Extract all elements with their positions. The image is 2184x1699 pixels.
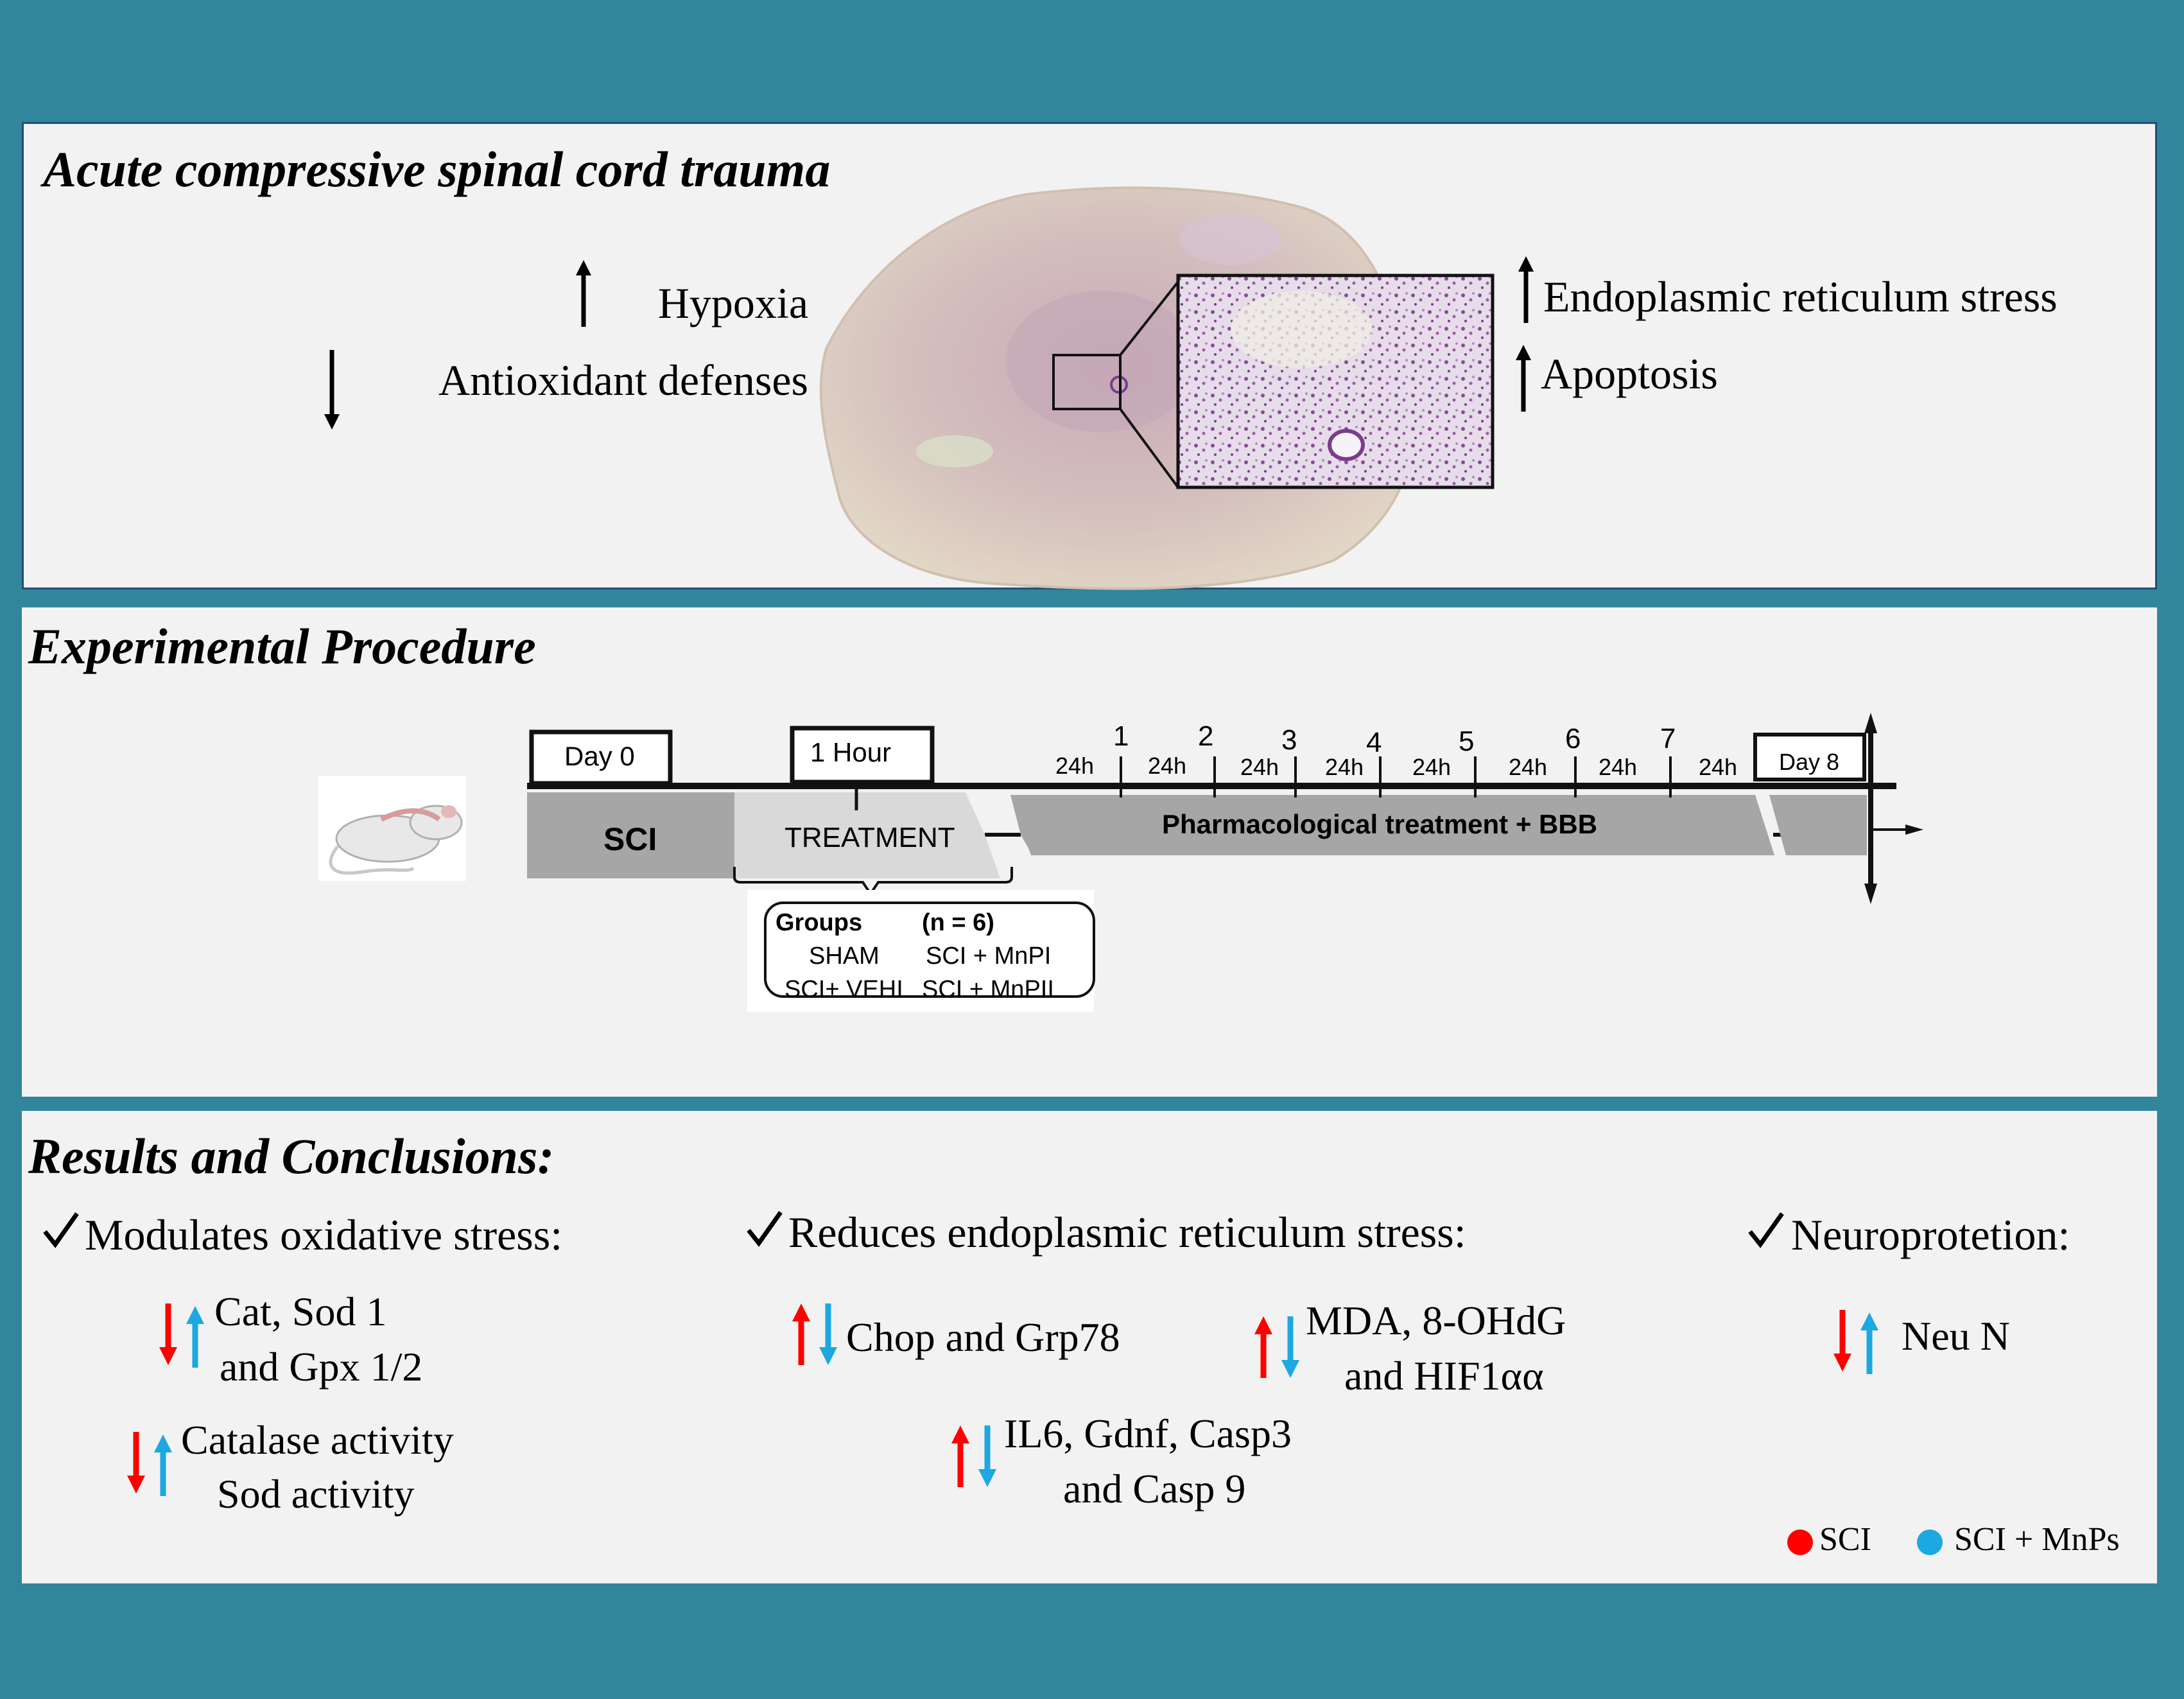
- col1-item2-line2: Sod activity: [217, 1471, 415, 1517]
- hour-box: [790, 726, 935, 785]
- red-down-arrow-icon: [127, 1432, 145, 1494]
- col2-item1: Chop and Grp78: [846, 1314, 1120, 1360]
- col2-item3-line2: and Casp 9: [1063, 1466, 1246, 1512]
- pharma-bar-label: Pharmacological treatment + BBB: [1162, 809, 1598, 839]
- er-stress-label: Endoplasmic reticulum stress: [1543, 272, 2058, 321]
- col3-heading: Neuroprotetion:: [1791, 1210, 2070, 1259]
- check-icon: [1748, 1212, 1784, 1248]
- blue-up-arrow-icon: [1860, 1312, 1878, 1374]
- blue-down-arrow-icon: [1281, 1316, 1299, 1378]
- legend-mnps-dot: [1917, 1529, 1943, 1555]
- day0-box: [529, 729, 673, 786]
- blue-up-arrow-icon: [186, 1306, 204, 1368]
- red-up-arrow-icon: [792, 1303, 810, 1365]
- hypoxia-label: Hypoxia: [657, 279, 808, 327]
- rat-image: [318, 776, 466, 881]
- group-sham: SHAM: [809, 943, 880, 970]
- red-down-arrow-icon: [1833, 1310, 1851, 1372]
- col3-item1: Neu N: [1902, 1313, 2010, 1359]
- col1-heading: Modulates oxidative stress:: [85, 1210, 563, 1259]
- blue-down-arrow-icon: [978, 1425, 996, 1487]
- day-number: 5: [1459, 726, 1475, 757]
- histology-zoom-inset-image: [1176, 274, 1495, 489]
- trauma-title: Acute compressive spinal cord trauma: [43, 141, 831, 197]
- day-number: 4: [1366, 727, 1382, 758]
- group-vehi: SCI+ VEHI: [784, 976, 903, 1003]
- col2-item2-line1: MDA, 8-OHdG: [1306, 1298, 1566, 1343]
- results-arrows: [43, 1210, 1943, 1555]
- day0-label: Day 0: [564, 741, 635, 771]
- col2-item3-line1: IL6, Gdnf, Casp3: [1004, 1411, 1292, 1456]
- up-arrow-icon: [1518, 256, 1534, 323]
- treatment-bar-label: TREATMENT: [784, 822, 955, 853]
- interval-label: 24h: [1509, 754, 1548, 780]
- sci-bar-label: SCI: [603, 821, 657, 857]
- groups-n: (n = 6): [922, 909, 994, 936]
- interval-label: 24h: [1148, 753, 1187, 779]
- interval-label: 24h: [1599, 754, 1638, 780]
- results-title: Results and Conclusions:: [28, 1128, 555, 1184]
- red-up-arrow-icon: [951, 1425, 969, 1487]
- group-mnpi: SCI + MnPI: [926, 943, 1052, 970]
- col2-item2-line2: and HIF1αα: [1344, 1353, 1544, 1398]
- procedure-title: Experimental Procedure: [28, 618, 536, 674]
- legend-sci-label: SCI: [1819, 1521, 1871, 1558]
- interval-label: 24h: [1412, 754, 1452, 780]
- final-bar: [1769, 795, 1867, 855]
- col1-item1-line1: Cat, Sod 1: [214, 1289, 387, 1334]
- day-number: 7: [1660, 723, 1676, 754]
- day-number: 2: [1198, 720, 1214, 752]
- day8-label: Day 8: [1779, 749, 1840, 775]
- col2-heading: Reduces endoplasmic reticulum stress:: [788, 1208, 1466, 1257]
- day8-box: [1753, 733, 1866, 781]
- interval-label: 24h: [1055, 753, 1095, 779]
- down-arrow-icon: [324, 350, 340, 430]
- interval-label: 24h: [1240, 754, 1279, 780]
- trauma-panel: Acute compressive spinal cord trauma: [22, 122, 2157, 590]
- blue-up-arrow-icon: [154, 1434, 172, 1496]
- sci-bar: [527, 792, 734, 878]
- check-icon: [43, 1212, 79, 1248]
- results-panel: Results and Conclusions: Modulates oxida…: [22, 1111, 2157, 1583]
- blue-down-arrow-icon: [819, 1303, 837, 1365]
- group-mnpii: SCI + MnPII: [922, 976, 1054, 1003]
- legend-sci-dot: [1787, 1529, 1813, 1555]
- groups-header: Groups: [776, 909, 863, 936]
- timeline-diagram: [318, 713, 1923, 1012]
- day-number: 3: [1281, 724, 1297, 756]
- trauma-arrows: [324, 186, 1534, 590]
- antioxidant-label: Antioxidant defenses: [438, 356, 808, 405]
- groups-box: [764, 902, 1095, 998]
- legend-mnps-label: SCI + MnPs: [1954, 1521, 2120, 1558]
- day-number: 1: [1113, 720, 1129, 752]
- procedure-panel: Experimental Procedure: [22, 607, 2157, 1097]
- check-icon: [747, 1210, 783, 1247]
- hour-label: 1 Hour: [810, 737, 892, 767]
- red-down-arrow-icon: [159, 1303, 177, 1365]
- up-arrow-icon: [576, 260, 591, 327]
- end-axis-arrows: [1864, 713, 1923, 904]
- red-up-arrow-icon: [1254, 1316, 1272, 1378]
- interval-label: 24h: [1699, 754, 1738, 780]
- col1-item1-line2: and Gpx 1/2: [220, 1344, 423, 1390]
- interval-label: 24h: [1325, 754, 1364, 780]
- apoptosis-label: Apoptosis: [1541, 349, 1718, 398]
- up-arrow-icon: [1516, 345, 1531, 412]
- treatment-bar: [734, 792, 1000, 878]
- col1-item2-line1: Catalase activity: [181, 1417, 454, 1463]
- day-number: 6: [1565, 723, 1581, 754]
